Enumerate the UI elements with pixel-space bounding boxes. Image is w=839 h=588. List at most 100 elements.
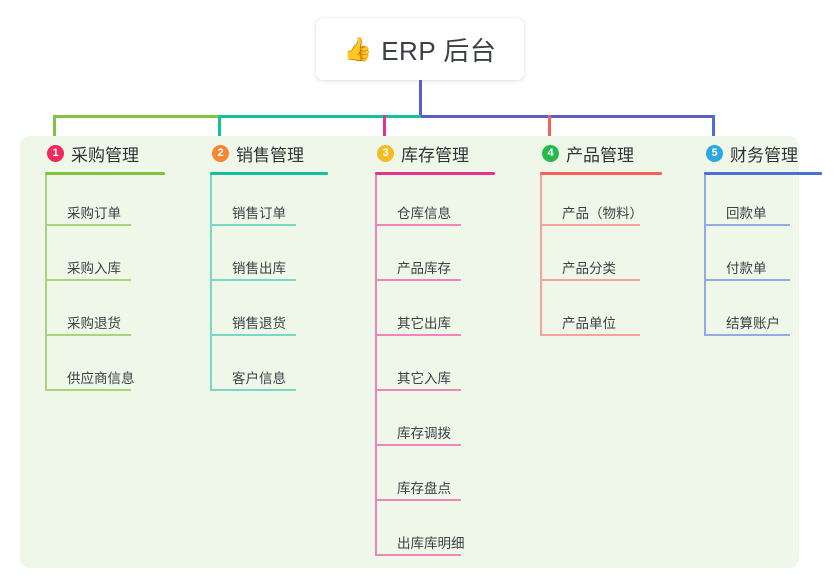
connector-drop-4: [548, 115, 551, 153]
list-item-rule: [210, 334, 296, 336]
list-item[interactable]: 其它出库: [375, 285, 505, 340]
thumbs-up-icon: 👍: [343, 35, 373, 62]
column-3: 3 库存管理仓库信息产品库存其它出库其它入库库存调拨库存盘点出库库明细: [375, 136, 505, 560]
list-item-label: 销售订单: [232, 206, 286, 221]
list-item[interactable]: 回款单: [704, 175, 829, 230]
root-node[interactable]: 👍 ERP 后台: [316, 18, 524, 80]
list-item-rule: [540, 279, 640, 281]
column-title: 销售管理: [236, 145, 304, 165]
connector-drop-1: [53, 115, 56, 153]
column-header-2[interactable]: 2 销售管理: [210, 136, 335, 170]
list-item-rule: [45, 279, 131, 281]
list-item-rule: [210, 389, 296, 391]
list-item-label: 产品（物料）: [562, 206, 643, 221]
list-item-rule: [375, 554, 461, 556]
list-item-label: 库存调拨: [397, 426, 451, 441]
list-item-rule: [540, 334, 640, 336]
list-item-label: 付款单: [726, 261, 767, 276]
list-item[interactable]: 销售订单: [210, 175, 335, 230]
column-items: 采购订单采购入库采购退货供应商信息: [45, 175, 170, 395]
list-item[interactable]: 结算账户: [704, 285, 829, 340]
column-title: 库存管理: [401, 145, 469, 165]
list-item-label: 产品单位: [562, 316, 616, 331]
column-title: 财务管理: [730, 145, 798, 165]
list-item[interactable]: 产品库存: [375, 230, 505, 285]
list-item-label: 其它出库: [397, 316, 451, 331]
column-trunk-line: [45, 175, 47, 390]
list-item-rule: [375, 279, 461, 281]
list-item[interactable]: 仓库信息: [375, 175, 505, 230]
column-items: 产品（物料） 产品分类产品单位: [540, 175, 670, 340]
list-item-label: 产品库存: [397, 261, 451, 276]
list-item-rule: [45, 389, 131, 391]
list-item-rule: [210, 224, 296, 226]
list-item[interactable]: 库存盘点: [375, 450, 505, 505]
list-item-label: 其它入库: [397, 371, 451, 386]
list-item-rule: [210, 279, 296, 281]
list-item-rule: [704, 334, 790, 336]
list-item-label: 采购订单: [67, 206, 121, 221]
list-item-label: 产品分类: [562, 261, 616, 276]
column-items: 仓库信息产品库存其它出库其它入库库存调拨库存盘点出库库明细: [375, 175, 505, 560]
connector-bar-segment-2: [218, 115, 421, 118]
list-item-rule: [375, 389, 461, 391]
list-item-label: 仓库信息: [397, 206, 451, 221]
list-item-label: 采购入库: [67, 261, 121, 276]
column-items: 回款单付款单结算账户: [704, 175, 829, 340]
connector-drop-3: [383, 115, 386, 153]
diagram-panel: 1 采购管理采购订单采购入库采购退货供应商信息 2 销售管理销售订单销售出库销售退货客…: [20, 136, 822, 568]
list-item[interactable]: 客户信息: [210, 340, 335, 395]
column-trunk-line: [704, 175, 706, 335]
column-header-rule: [704, 172, 822, 175]
list-item[interactable]: 产品单位: [540, 285, 670, 340]
list-item-rule: [45, 334, 131, 336]
list-item-rule: [540, 224, 640, 226]
list-item-label: 结算账户: [726, 316, 780, 331]
list-item[interactable]: 产品（物料）: [540, 175, 670, 230]
connector-bar-segment-3: [420, 115, 712, 118]
column-2: 2 销售管理销售订单销售出库销售退货客户信息: [210, 136, 335, 395]
connector-bar-segment-1: [53, 115, 218, 118]
list-item[interactable]: 付款单: [704, 230, 829, 285]
column-badge-number: 2: [212, 144, 229, 162]
column-badge-number: 1: [47, 144, 64, 162]
list-item-label: 供应商信息: [67, 371, 135, 386]
column-badge-number: 4: [542, 144, 559, 162]
list-item-rule: [704, 224, 790, 226]
column-trunk-line: [540, 175, 542, 335]
list-item-label: 客户信息: [232, 371, 286, 386]
column-header-4[interactable]: 4 产品管理: [540, 136, 670, 170]
list-item-rule: [375, 444, 461, 446]
list-item-rule: [45, 224, 131, 226]
column-header-rule: [540, 172, 662, 175]
column-items: 销售订单销售出库销售退货客户信息: [210, 175, 335, 395]
column-title: 产品管理: [566, 145, 634, 165]
list-item[interactable]: 出库库明细: [375, 505, 505, 560]
column-header-rule: [375, 172, 495, 175]
list-item[interactable]: 采购订单: [45, 175, 170, 230]
list-item-label: 采购退货: [67, 316, 121, 331]
column-header-1[interactable]: 1 采购管理: [45, 136, 170, 170]
list-item-label: 库存盘点: [397, 481, 451, 496]
column-title: 采购管理: [71, 145, 139, 165]
column-4: 4 产品管理产品（物料） 产品分类产品单位: [540, 136, 670, 340]
column-trunk-line: [375, 175, 377, 555]
list-item[interactable]: 库存调拨: [375, 395, 505, 450]
column-trunk-line: [210, 175, 212, 390]
list-item-rule: [375, 334, 461, 336]
list-item-rule: [704, 279, 790, 281]
list-item[interactable]: 采购入库: [45, 230, 170, 285]
list-item[interactable]: 采购退货: [45, 285, 170, 340]
list-item-label: 回款单: [726, 206, 767, 221]
list-item[interactable]: 销售退货: [210, 285, 335, 340]
connector-drop-5: [712, 115, 715, 153]
list-item[interactable]: 供应商信息: [45, 340, 170, 395]
column-header-3[interactable]: 3 库存管理: [375, 136, 505, 170]
column-badge-number: 3: [377, 144, 394, 162]
list-item[interactable]: 其它入库: [375, 340, 505, 395]
connector-drop-2: [218, 115, 221, 153]
list-item[interactable]: 产品分类: [540, 230, 670, 285]
column-1: 1 采购管理采购订单采购入库采购退货供应商信息: [45, 136, 170, 395]
list-item[interactable]: 销售出库: [210, 230, 335, 285]
